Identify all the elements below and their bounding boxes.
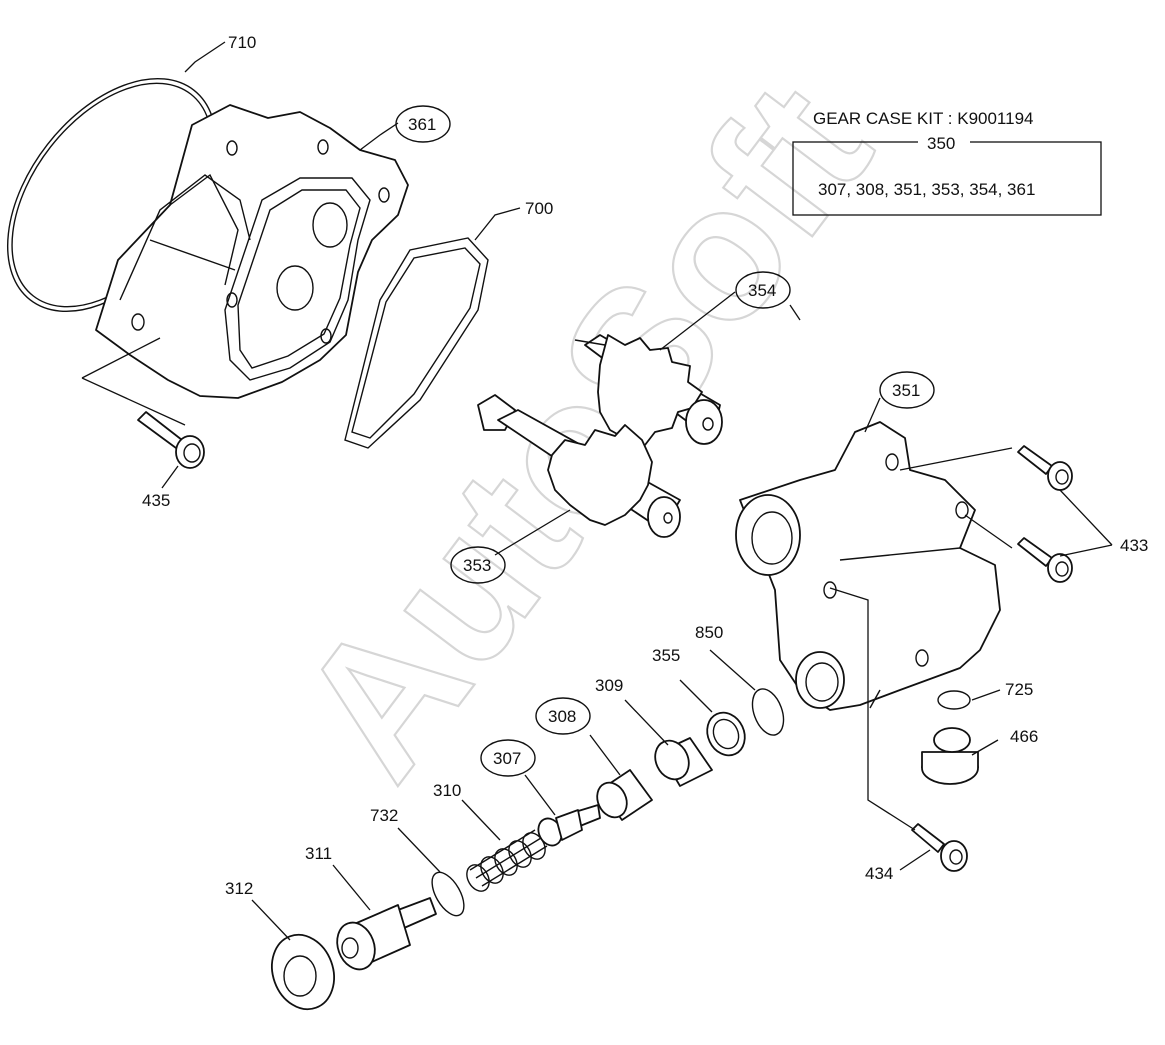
bolt-433-upper (1017, 445, 1073, 491)
drive-gear-shaft-353 (477, 394, 681, 538)
bolt-433-lower (1017, 537, 1073, 583)
callout-434: 434 (865, 864, 893, 883)
cap-nut-312 (271, 933, 335, 1011)
callout-307: 307 (493, 749, 521, 768)
kit-contents: 307, 308, 351, 353, 354, 361 (818, 180, 1035, 199)
plug-466 (921, 727, 979, 785)
callout-311: 311 (305, 844, 332, 863)
callout-309: 309 (595, 676, 623, 695)
kit-legend: GEAR CASE KIT : K9001194 350 307, 308, 3… (792, 109, 1102, 216)
callout-710: 710 (228, 33, 256, 52)
gear-case-cover-361 (95, 104, 409, 399)
sleeve-309 (654, 737, 713, 787)
spring-310 (466, 829, 548, 892)
valve-seat-308 (596, 769, 653, 821)
callout-310: 310 (433, 781, 461, 800)
callout-433: 433 (1120, 536, 1148, 555)
callout-312: 312 (225, 879, 253, 898)
valve-307 (537, 804, 601, 847)
callout-700: 700 (525, 199, 553, 218)
callout-355: 355 (652, 646, 680, 665)
callout-308: 308 (548, 707, 576, 726)
callout-732: 732 (370, 806, 398, 825)
gear-354 (574, 334, 723, 446)
adjuster-311 (336, 897, 437, 971)
bolt-434 (911, 823, 968, 872)
kit-number: 350 (927, 134, 955, 153)
o-ring-732 (431, 871, 465, 917)
leader-lines (81, 41, 1113, 941)
callout-354: 354 (748, 281, 776, 300)
callout-466: 466 (1010, 727, 1038, 746)
callout-361: 361 (408, 115, 436, 134)
callout-351: 351 (892, 381, 920, 400)
callout-353: 353 (463, 556, 491, 575)
gear-case-351 (735, 421, 1001, 711)
gasket-700 (344, 237, 489, 449)
filter-355 (706, 711, 746, 757)
callout-markers (395, 105, 935, 777)
snap-ring-850 (751, 688, 785, 736)
callout-435: 435 (142, 491, 170, 510)
kit-number-mask (918, 132, 970, 152)
bolt-435 (137, 411, 205, 469)
kit-title: GEAR CASE KIT : K9001194 (813, 109, 1034, 128)
o-ring-725 (937, 690, 971, 710)
callout-725: 725 (1005, 680, 1033, 699)
callout-850: 850 (695, 623, 723, 642)
